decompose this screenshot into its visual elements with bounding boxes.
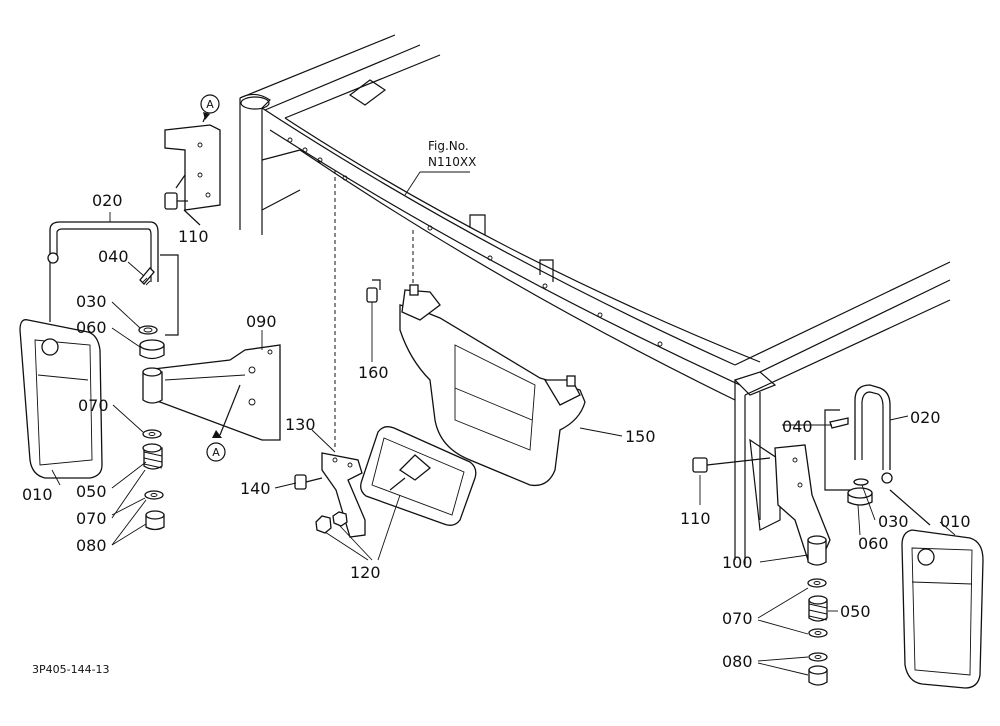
label-090: 090 <box>246 312 277 331</box>
collar-060-left <box>139 339 165 360</box>
label-040-left: 040 <box>98 247 129 266</box>
bolt-160 <box>366 279 381 303</box>
bracket-130 <box>321 452 366 538</box>
mirror-010-left <box>19 319 103 479</box>
washer-stack-left <box>142 429 165 531</box>
bolt-040-left <box>139 267 155 286</box>
label-080-left: 080 <box>76 536 107 555</box>
bolt-110-right <box>692 457 771 473</box>
drawing-code: 3P405-144-13 <box>32 663 110 676</box>
label-050-left: 050 <box>76 482 107 501</box>
part-labels: 020 040 030 060 090 070 010 050 070 080 … <box>22 191 971 671</box>
callout-a-top: A <box>200 94 220 123</box>
label-020-left: 020 <box>92 191 123 210</box>
label-070-left-a: 070 <box>78 396 109 415</box>
label-080-right: 080 <box>722 652 753 671</box>
label-070-left-b: 070 <box>76 509 107 528</box>
mirror-010-right <box>901 529 984 689</box>
label-120: 120 <box>350 563 381 582</box>
mirror-stay-020-left <box>47 221 159 282</box>
svg-text:A: A <box>212 446 220 459</box>
label-110-right: 110 <box>680 509 711 528</box>
label-100: 100 <box>722 553 753 572</box>
label-140: 140 <box>240 479 271 498</box>
cab-frame <box>239 34 951 565</box>
leader-lines <box>51 171 956 676</box>
upper-left-bracket <box>164 124 221 211</box>
washer-030-left <box>138 325 158 335</box>
svg-text:Fig.No.: Fig.No. <box>428 139 469 153</box>
label-010-left: 010 <box>22 485 53 504</box>
washer-stack-right <box>807 578 828 686</box>
hinge-collar-left <box>142 367 163 404</box>
svg-text:N110XX: N110XX <box>428 155 476 169</box>
label-050-right: 050 <box>840 602 871 621</box>
label-060-right: 060 <box>858 534 889 553</box>
sun-visor-150 <box>399 284 586 487</box>
center-mirror <box>360 426 477 526</box>
label-020-right: 020 <box>910 408 941 427</box>
nuts-120 <box>315 511 348 534</box>
label-040-right: 040 <box>782 417 813 436</box>
label-030-left: 030 <box>76 292 107 311</box>
label-060-left: 060 <box>76 318 107 337</box>
label-070-right: 070 <box>722 609 753 628</box>
washer-030-right <box>853 478 869 486</box>
mirror-stay-020-right <box>854 384 893 484</box>
figure-reference: Fig.No. N110XX <box>428 139 476 169</box>
label-150: 150 <box>625 427 656 446</box>
label-030-right: 030 <box>878 512 909 531</box>
hinge-collar-right <box>807 535 827 566</box>
bolt-040-right <box>829 417 849 429</box>
label-010-right: 010 <box>940 512 971 531</box>
bolt-110-left <box>164 192 188 210</box>
callout-a-bottom: A <box>206 430 226 462</box>
label-110-left: 110 <box>178 227 209 246</box>
arm-090 <box>144 344 281 441</box>
label-160: 160 <box>358 363 389 382</box>
label-130: 130 <box>285 415 316 434</box>
bolt-140 <box>294 474 323 490</box>
svg-text:A: A <box>206 98 214 111</box>
